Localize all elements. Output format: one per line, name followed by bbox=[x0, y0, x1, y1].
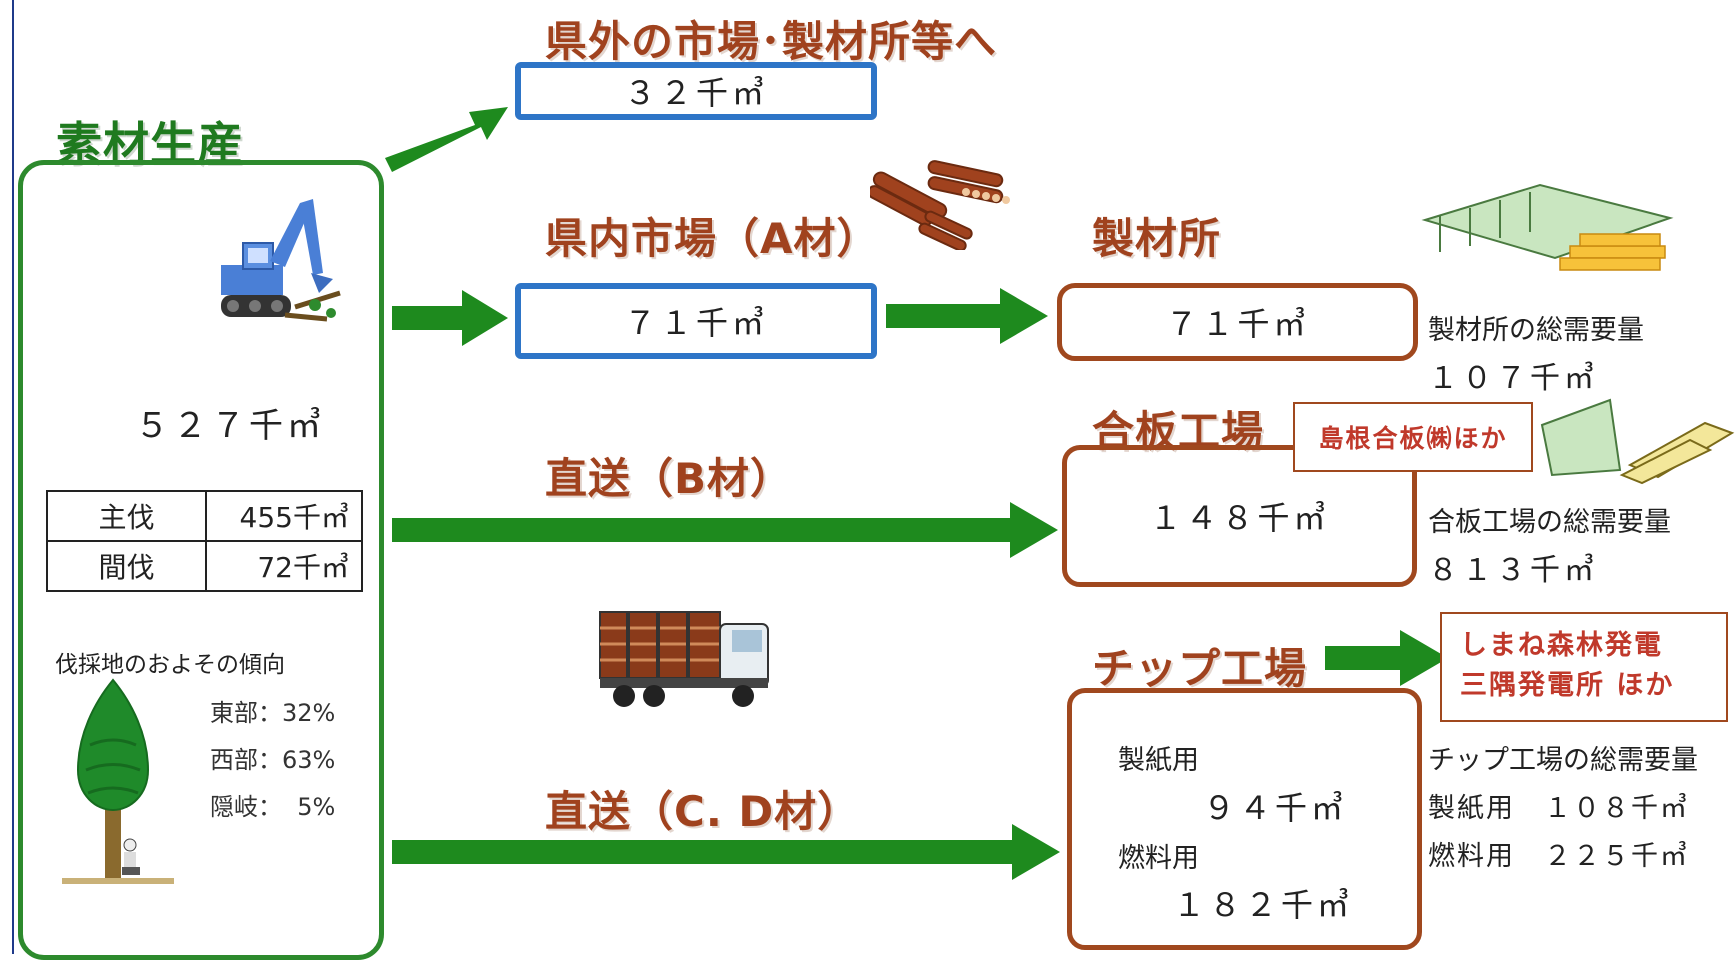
breakdown-label: 間伐 bbox=[46, 540, 207, 592]
market-a-value: ７１千㎥ bbox=[623, 304, 768, 342]
power-plant-tag-line1: しまね森林発電 bbox=[1460, 630, 1663, 661]
sawmill-value: ７１千㎥ bbox=[1165, 305, 1310, 343]
chip-demand-paper: 製紙用 １０８千㎥ bbox=[1428, 793, 1689, 824]
plywood-demand-value: ８１３千㎥ bbox=[1428, 553, 1598, 588]
tendency-title: 伐採地のおよその傾向 bbox=[55, 652, 285, 678]
outside-title: 県外の市場･製材所等へ bbox=[545, 17, 998, 66]
region-east: 東部：32% bbox=[210, 699, 336, 727]
table-row: 主伐 455千㎥ bbox=[46, 490, 363, 542]
plywood-box: １４８千㎥ bbox=[1062, 445, 1417, 587]
region-oki: 隠岐： 5% bbox=[210, 793, 336, 821]
plywood-building-icon bbox=[1540, 398, 1735, 485]
truck-icon bbox=[599, 611, 769, 707]
breakdown-value: 72千㎥ bbox=[205, 540, 363, 592]
sawmill-building-icon bbox=[1421, 183, 1674, 271]
sawmill-demand-label: 製材所の総需要量 bbox=[1428, 315, 1644, 346]
region-west: 西部：63% bbox=[210, 746, 336, 774]
chip-title: チップ工場 bbox=[1092, 644, 1308, 693]
plywood-tag: 島根合板㈱ほか bbox=[1293, 402, 1533, 472]
chip-fuel-label: 燃料用 bbox=[1118, 843, 1199, 874]
outside-value: ３２千㎥ bbox=[623, 74, 768, 112]
source-total: ５２７千㎥ bbox=[135, 406, 325, 446]
arrow-to-power-plant bbox=[1325, 630, 1448, 686]
breakdown-value: 455千㎥ bbox=[205, 490, 363, 542]
power-plant-tag: しまね森林発電 三隅発電所 ほか bbox=[1440, 612, 1728, 722]
arrow-to-plywood bbox=[392, 502, 1058, 558]
chip-paper-label: 製紙用 bbox=[1118, 745, 1199, 776]
arrow-to-market-a bbox=[392, 290, 508, 346]
sawmill-title: 製材所 bbox=[1092, 214, 1222, 263]
arrow-to-sawmill bbox=[886, 288, 1048, 344]
arrow-to-outside bbox=[385, 107, 508, 172]
outside-box: ３２千㎥ bbox=[515, 62, 877, 120]
direct-b-title: 直送（B材） bbox=[545, 454, 794, 503]
plywood-demand-label: 合板工場の総需要量 bbox=[1428, 507, 1671, 538]
market-a-box: ７１千㎥ bbox=[515, 283, 877, 359]
breakdown-label: 主伐 bbox=[46, 490, 207, 542]
breakdown-table: 主伐 455千㎥ 間伐 72千㎥ bbox=[46, 490, 363, 592]
tree-icon bbox=[62, 678, 174, 884]
arrow-to-chip bbox=[392, 824, 1060, 880]
chip-fuel-value: １８２千㎥ bbox=[1173, 886, 1354, 924]
table-row: 間伐 72千㎥ bbox=[46, 540, 363, 592]
plywood-value: １４８千㎥ bbox=[1149, 499, 1330, 537]
power-plant-tag-line2: 三隅発電所 ほか bbox=[1460, 670, 1675, 701]
sawmill-demand-value: １０７千㎥ bbox=[1428, 361, 1598, 396]
excavator-icon bbox=[221, 199, 341, 322]
chip-demand-label: チップ工場の総需要量 bbox=[1428, 745, 1698, 776]
chip-box bbox=[1067, 688, 1422, 950]
sawmill-box: ７１千㎥ bbox=[1057, 283, 1418, 361]
chip-demand-fuel: 燃料用 ２２５千㎥ bbox=[1428, 841, 1689, 872]
chip-paper-value: ９４千㎥ bbox=[1203, 789, 1348, 827]
logs-icon bbox=[870, 160, 1010, 250]
direct-cd-title: 直送（C. D材） bbox=[545, 787, 861, 836]
market-a-title: 県内市場（A材） bbox=[545, 214, 880, 263]
left-border-line bbox=[12, 0, 14, 954]
